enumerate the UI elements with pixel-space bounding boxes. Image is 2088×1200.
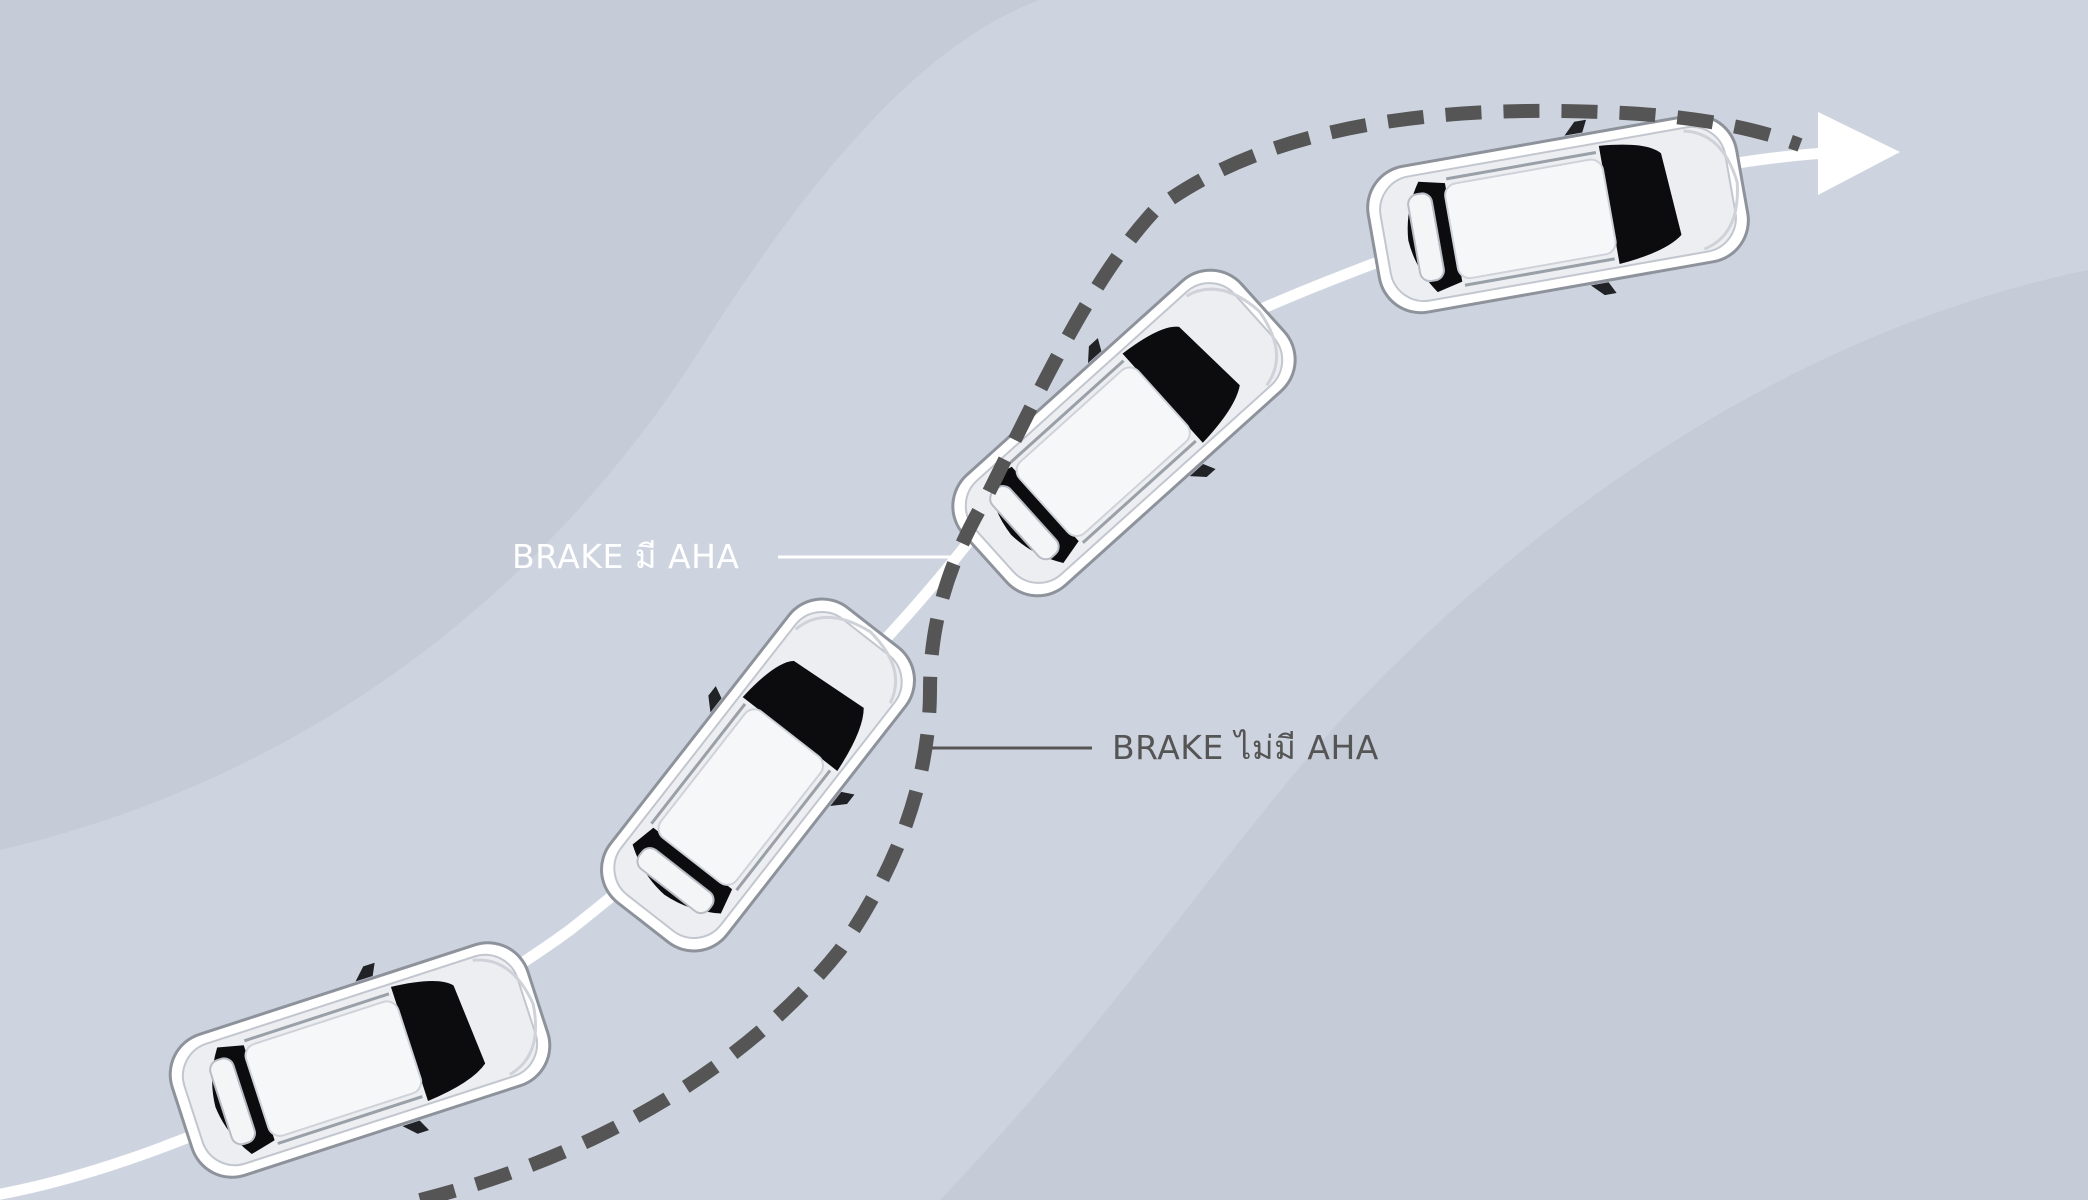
label-brake-without-aha: BRAKE ไม่มี AHA <box>1112 728 1379 767</box>
path-without-aha <box>418 103 1803 1200</box>
arrow-right-icon <box>1818 112 1900 195</box>
label-brake-with-aha: BRAKE มี AHA <box>512 537 740 576</box>
